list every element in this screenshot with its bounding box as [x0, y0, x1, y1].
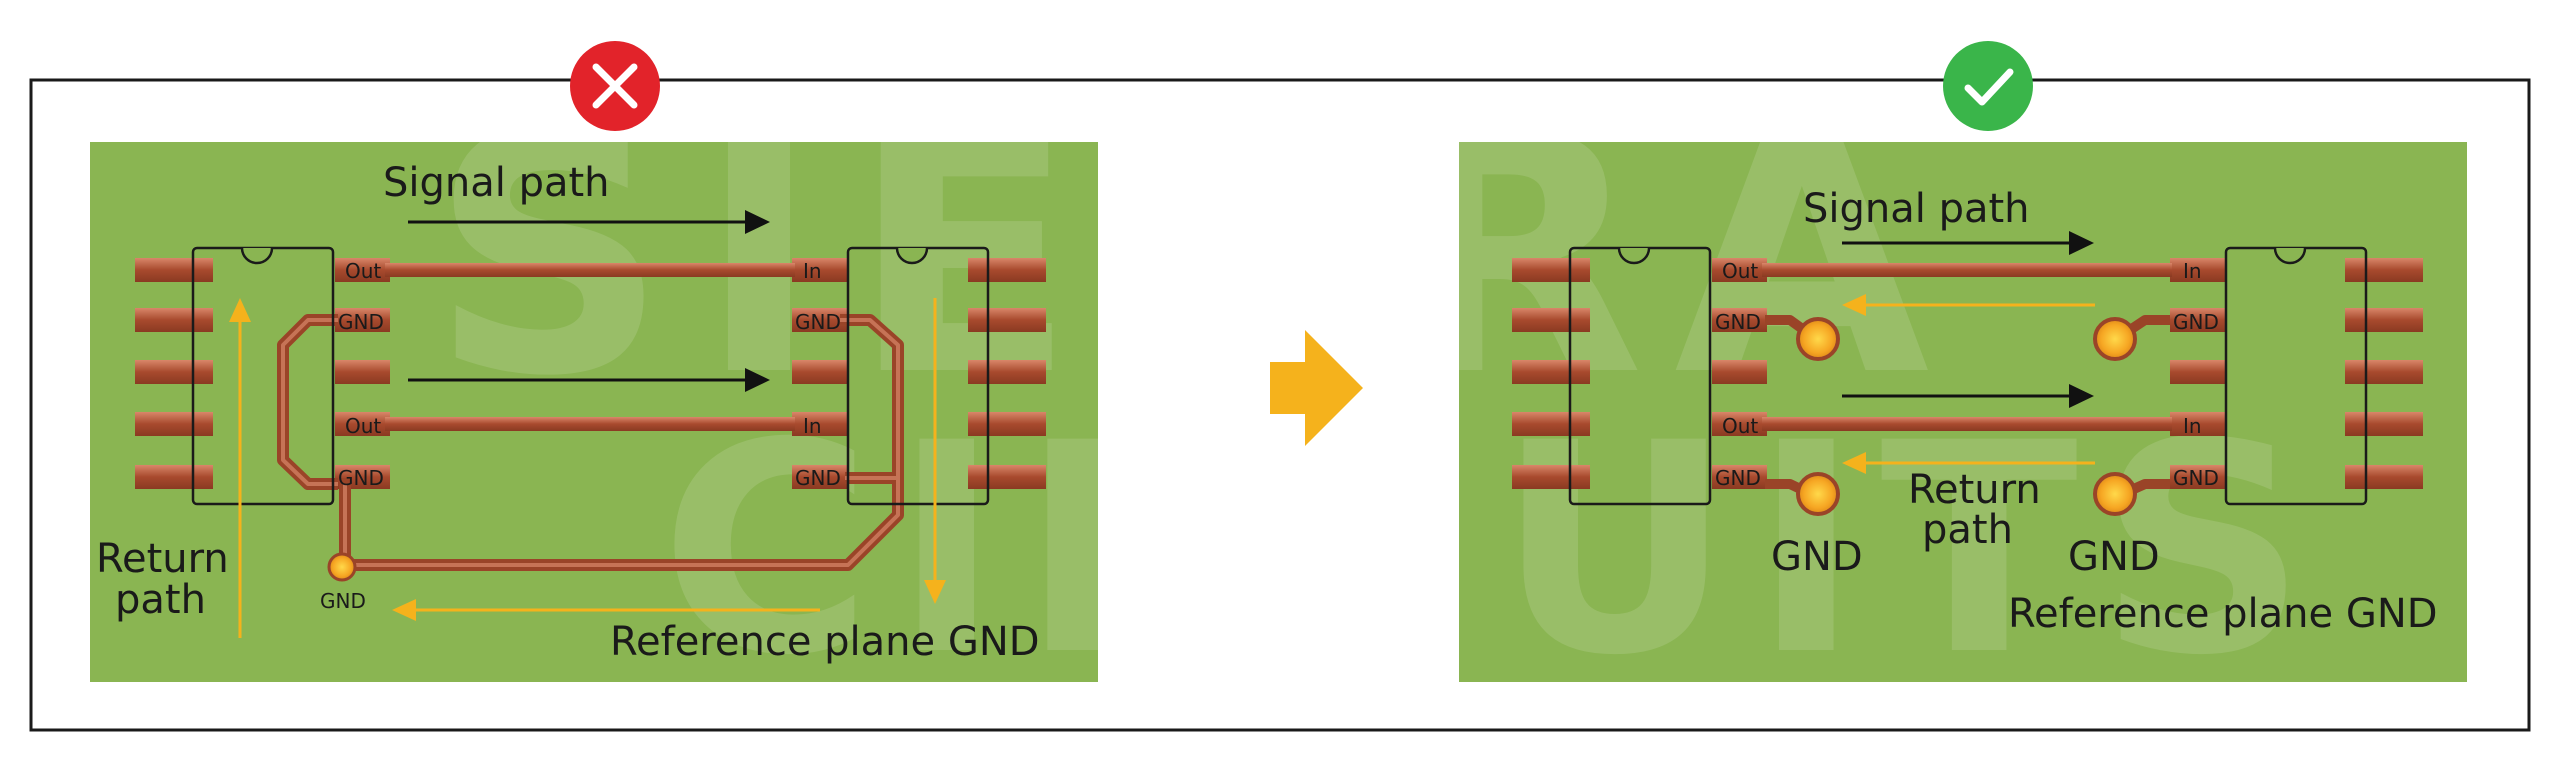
right-arrow-icon [1270, 330, 1363, 446]
right-return-arrow-1 [1842, 294, 2095, 316]
right-chip-a-pads [1512, 258, 1767, 489]
x-icon [570, 41, 660, 131]
pin-label: Out [345, 414, 381, 438]
right-gnd-via-3 [1796, 472, 1840, 516]
left-gnd-via [327, 552, 357, 582]
pin-label: In [2183, 414, 2202, 438]
pin-label: Out [345, 259, 381, 283]
left-signal-arrow-1 [408, 210, 770, 234]
pin-label: In [2183, 259, 2202, 283]
pin-label: GND [338, 310, 384, 334]
left-signal-trace-2 [385, 417, 795, 431]
right-gnd-label-2: GND [2068, 534, 2160, 580]
right-chip-b-pads [2170, 258, 2423, 489]
right-signal-trace-1 [1762, 263, 2172, 277]
right-signal-arrow-1 [1842, 231, 2094, 255]
right-panel: Out GND Out GND In GND In GND Si [1512, 186, 2438, 637]
pin-label: In [803, 414, 822, 438]
right-gnd-via-1 [1796, 317, 1840, 361]
left-signal-arrow-2 [408, 368, 770, 392]
right-signal-arrow-2 [1842, 384, 2094, 408]
pin-label: GND [2173, 310, 2219, 334]
pin-label: GND [1715, 310, 1761, 334]
pin-label: In [803, 259, 822, 283]
left-return-path-label-line2: path [115, 577, 206, 623]
pin-label: GND [795, 310, 841, 334]
left-chip-a-pads [135, 258, 390, 489]
right-chip-a-notch [1617, 247, 1651, 265]
right-gnd-via-2 [2093, 317, 2137, 361]
right-gnd-via-4 [2093, 472, 2137, 516]
left-return-arrow-down [924, 298, 946, 604]
right-chip-b-notch [2273, 247, 2307, 265]
left-reference-label: Reference plane GND [610, 619, 1040, 665]
right-signal-path-label: Signal path [1803, 186, 2030, 232]
pin-label: GND [2173, 466, 2219, 490]
left-return-arrow-up [229, 298, 251, 638]
left-gnd-via-label: GND [320, 589, 366, 613]
right-gnd-stubs [1765, 315, 2170, 501]
pin-label: GND [1715, 466, 1761, 490]
right-return-path-label-line2: path [1922, 507, 2013, 553]
left-chip-b-pads [792, 258, 1046, 489]
left-panel: Out GND Out GND In GND In GND GND [96, 160, 1046, 665]
left-return-path-label-line1: Return [96, 536, 229, 582]
right-return-arrow-2 [1842, 452, 2095, 474]
pin-label: GND [338, 466, 384, 490]
watermark-line-1: SIERRA [430, 64, 1960, 448]
left-signal-path-label: Signal path [383, 160, 610, 206]
pin-label: GND [795, 466, 841, 490]
right-reference-label: Reference plane GND [2008, 591, 2438, 637]
right-return-path-label-line1: Return [1908, 467, 2041, 513]
check-icon [1943, 41, 2033, 131]
pin-label: Out [1722, 414, 1758, 438]
left-signal-trace-1 [385, 263, 795, 277]
pin-label: Out [1722, 259, 1758, 283]
left-chip-b-notch [895, 247, 929, 265]
left-return-arrow-left [392, 599, 820, 621]
right-signal-trace-2 [1762, 417, 2172, 431]
left-chip-a-notch [240, 247, 274, 265]
right-gnd-label-1: GND [1771, 534, 1863, 580]
right-board [1459, 142, 2467, 682]
